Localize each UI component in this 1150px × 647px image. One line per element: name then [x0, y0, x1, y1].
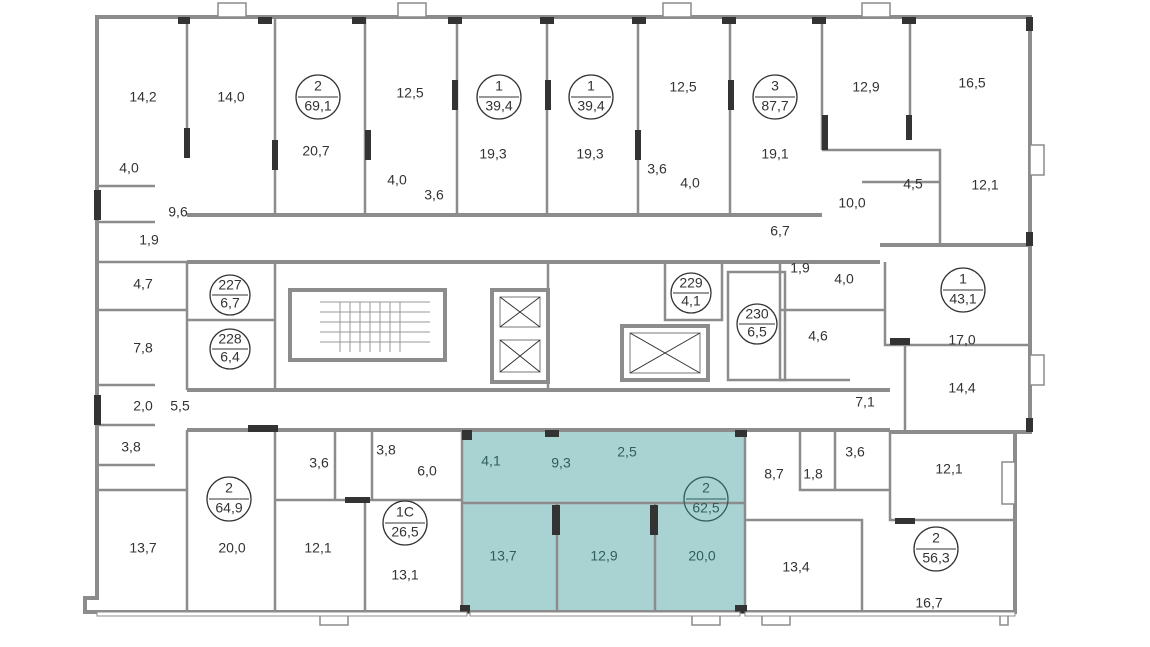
room-area: 4,7	[133, 276, 153, 292]
room-area: 19,3	[479, 146, 506, 162]
svg-text:227: 227	[218, 277, 242, 293]
room-area: 13,4	[782, 559, 809, 575]
apartment-badge[interactable]: 269,1	[295, 74, 341, 120]
room-area: 1,9	[139, 232, 159, 248]
room-area: 20,0	[218, 540, 245, 556]
room-area: 14,0	[217, 89, 244, 105]
highlighted-room-labels: 4,1 9,3 2,5 13,7 12,9 20,0	[481, 444, 716, 564]
room-area: 4,0	[387, 172, 407, 188]
elevator-icon	[499, 296, 701, 374]
svg-text:56,3: 56,3	[922, 550, 949, 566]
svg-text:39,4: 39,4	[577, 98, 604, 114]
room-area: 3,6	[647, 161, 667, 177]
structural-columns	[94, 17, 1033, 613]
room-area: 12,5	[396, 85, 423, 101]
apartment-badge[interactable]: 139,4	[568, 74, 614, 120]
room-area: 17,0	[948, 332, 975, 348]
room-area: 4,0	[680, 175, 700, 191]
room-area: 9,6	[168, 204, 188, 220]
windows	[96, 2, 1045, 626]
interior-walls	[97, 17, 1030, 612]
apartment-badge[interactable]: 264,9	[206, 476, 252, 522]
apartment-badge[interactable]: 139,4	[476, 74, 522, 120]
room-area: 12,1	[935, 461, 962, 477]
svg-text:1: 1	[587, 78, 595, 94]
room-area: 4,5	[903, 176, 923, 192]
room-area: 2,0	[133, 398, 153, 414]
room-area: 13,1	[391, 567, 418, 583]
svg-text:2: 2	[225, 480, 233, 496]
room-area: 3,6	[845, 444, 865, 460]
svg-text:6,5: 6,5	[747, 324, 767, 340]
room-area: 3,8	[376, 442, 396, 458]
svg-text:6,7: 6,7	[220, 295, 240, 311]
room-area: 2,5	[617, 444, 637, 460]
room-area: 1,8	[803, 466, 823, 482]
room-area: 9,3	[551, 455, 571, 471]
svg-text:39,4: 39,4	[485, 98, 512, 114]
room-area: 14,4	[948, 380, 975, 396]
room-area: 6,7	[770, 223, 790, 239]
room-area: 3,6	[424, 187, 444, 203]
svg-text:2: 2	[932, 530, 940, 546]
apartment-badge[interactable]: 387,7	[752, 74, 798, 120]
room-area: 20,7	[302, 143, 329, 159]
staircase-icon	[320, 301, 430, 352]
room-area: 4,0	[834, 271, 854, 287]
svg-text:229: 229	[679, 275, 703, 291]
svg-text:6,4: 6,4	[220, 349, 240, 365]
room-area: 1,9	[790, 260, 810, 276]
svg-text:1С: 1С	[396, 504, 414, 520]
room-area: 8,7	[764, 466, 784, 482]
room-area: 20,0	[688, 548, 715, 564]
room-area: 10,0	[838, 195, 865, 211]
room-area: 12,9	[852, 79, 879, 95]
room-area: 7,1	[855, 394, 875, 410]
apartment-badge[interactable]: 143,1	[940, 267, 986, 313]
room-area: 13,7	[489, 548, 516, 564]
svg-text:64,9: 64,9	[215, 500, 242, 516]
apartment-badge-highlighted[interactable]: 262,5	[683, 476, 729, 522]
svg-text:69,1: 69,1	[304, 98, 331, 114]
room-area: 7,8	[133, 340, 153, 356]
svg-text:4,1: 4,1	[681, 293, 701, 309]
room-area: 16,5	[958, 75, 985, 91]
svg-text:1: 1	[959, 271, 967, 287]
room-area: 14,2	[129, 89, 156, 105]
svg-text:43,1: 43,1	[949, 291, 976, 307]
room-area: 4,6	[808, 328, 828, 344]
room-area: 16,7	[915, 595, 942, 611]
highlighted-apartment[interactable]	[462, 432, 745, 612]
room-area: 3,6	[309, 455, 329, 471]
room-area: 13,7	[129, 540, 156, 556]
svg-text:2: 2	[702, 480, 710, 496]
svg-text:87,7: 87,7	[761, 98, 788, 114]
apartment-badge[interactable]: 1С 26,5	[382, 500, 428, 546]
room-area: 6,0	[417, 463, 437, 479]
svg-text:1: 1	[495, 78, 503, 94]
room-area: 12,1	[304, 540, 331, 556]
room-area: 19,1	[761, 146, 788, 162]
svg-text:62,5: 62,5	[692, 500, 719, 516]
room-labels: 14,2 14,0 20,7 12,5 19,3 19,3 12,5 19,1 …	[119, 75, 999, 611]
room-area: 12,9	[590, 548, 617, 564]
svg-text:3: 3	[771, 78, 779, 94]
svg-text:2: 2	[314, 78, 322, 94]
room-area: 12,5	[669, 79, 696, 95]
apartment-badge[interactable]: 256,3	[913, 526, 959, 572]
svg-text:26,5: 26,5	[391, 524, 418, 540]
svg-text:228: 228	[218, 331, 242, 347]
room-area: 3,8	[121, 439, 141, 455]
room-area: 5,5	[170, 398, 190, 414]
svg-text:230: 230	[745, 306, 769, 322]
room-area: 4,0	[119, 160, 139, 176]
room-area: 4,1	[481, 453, 501, 469]
room-area: 12,1	[971, 177, 998, 193]
room-area: 19,3	[576, 146, 603, 162]
